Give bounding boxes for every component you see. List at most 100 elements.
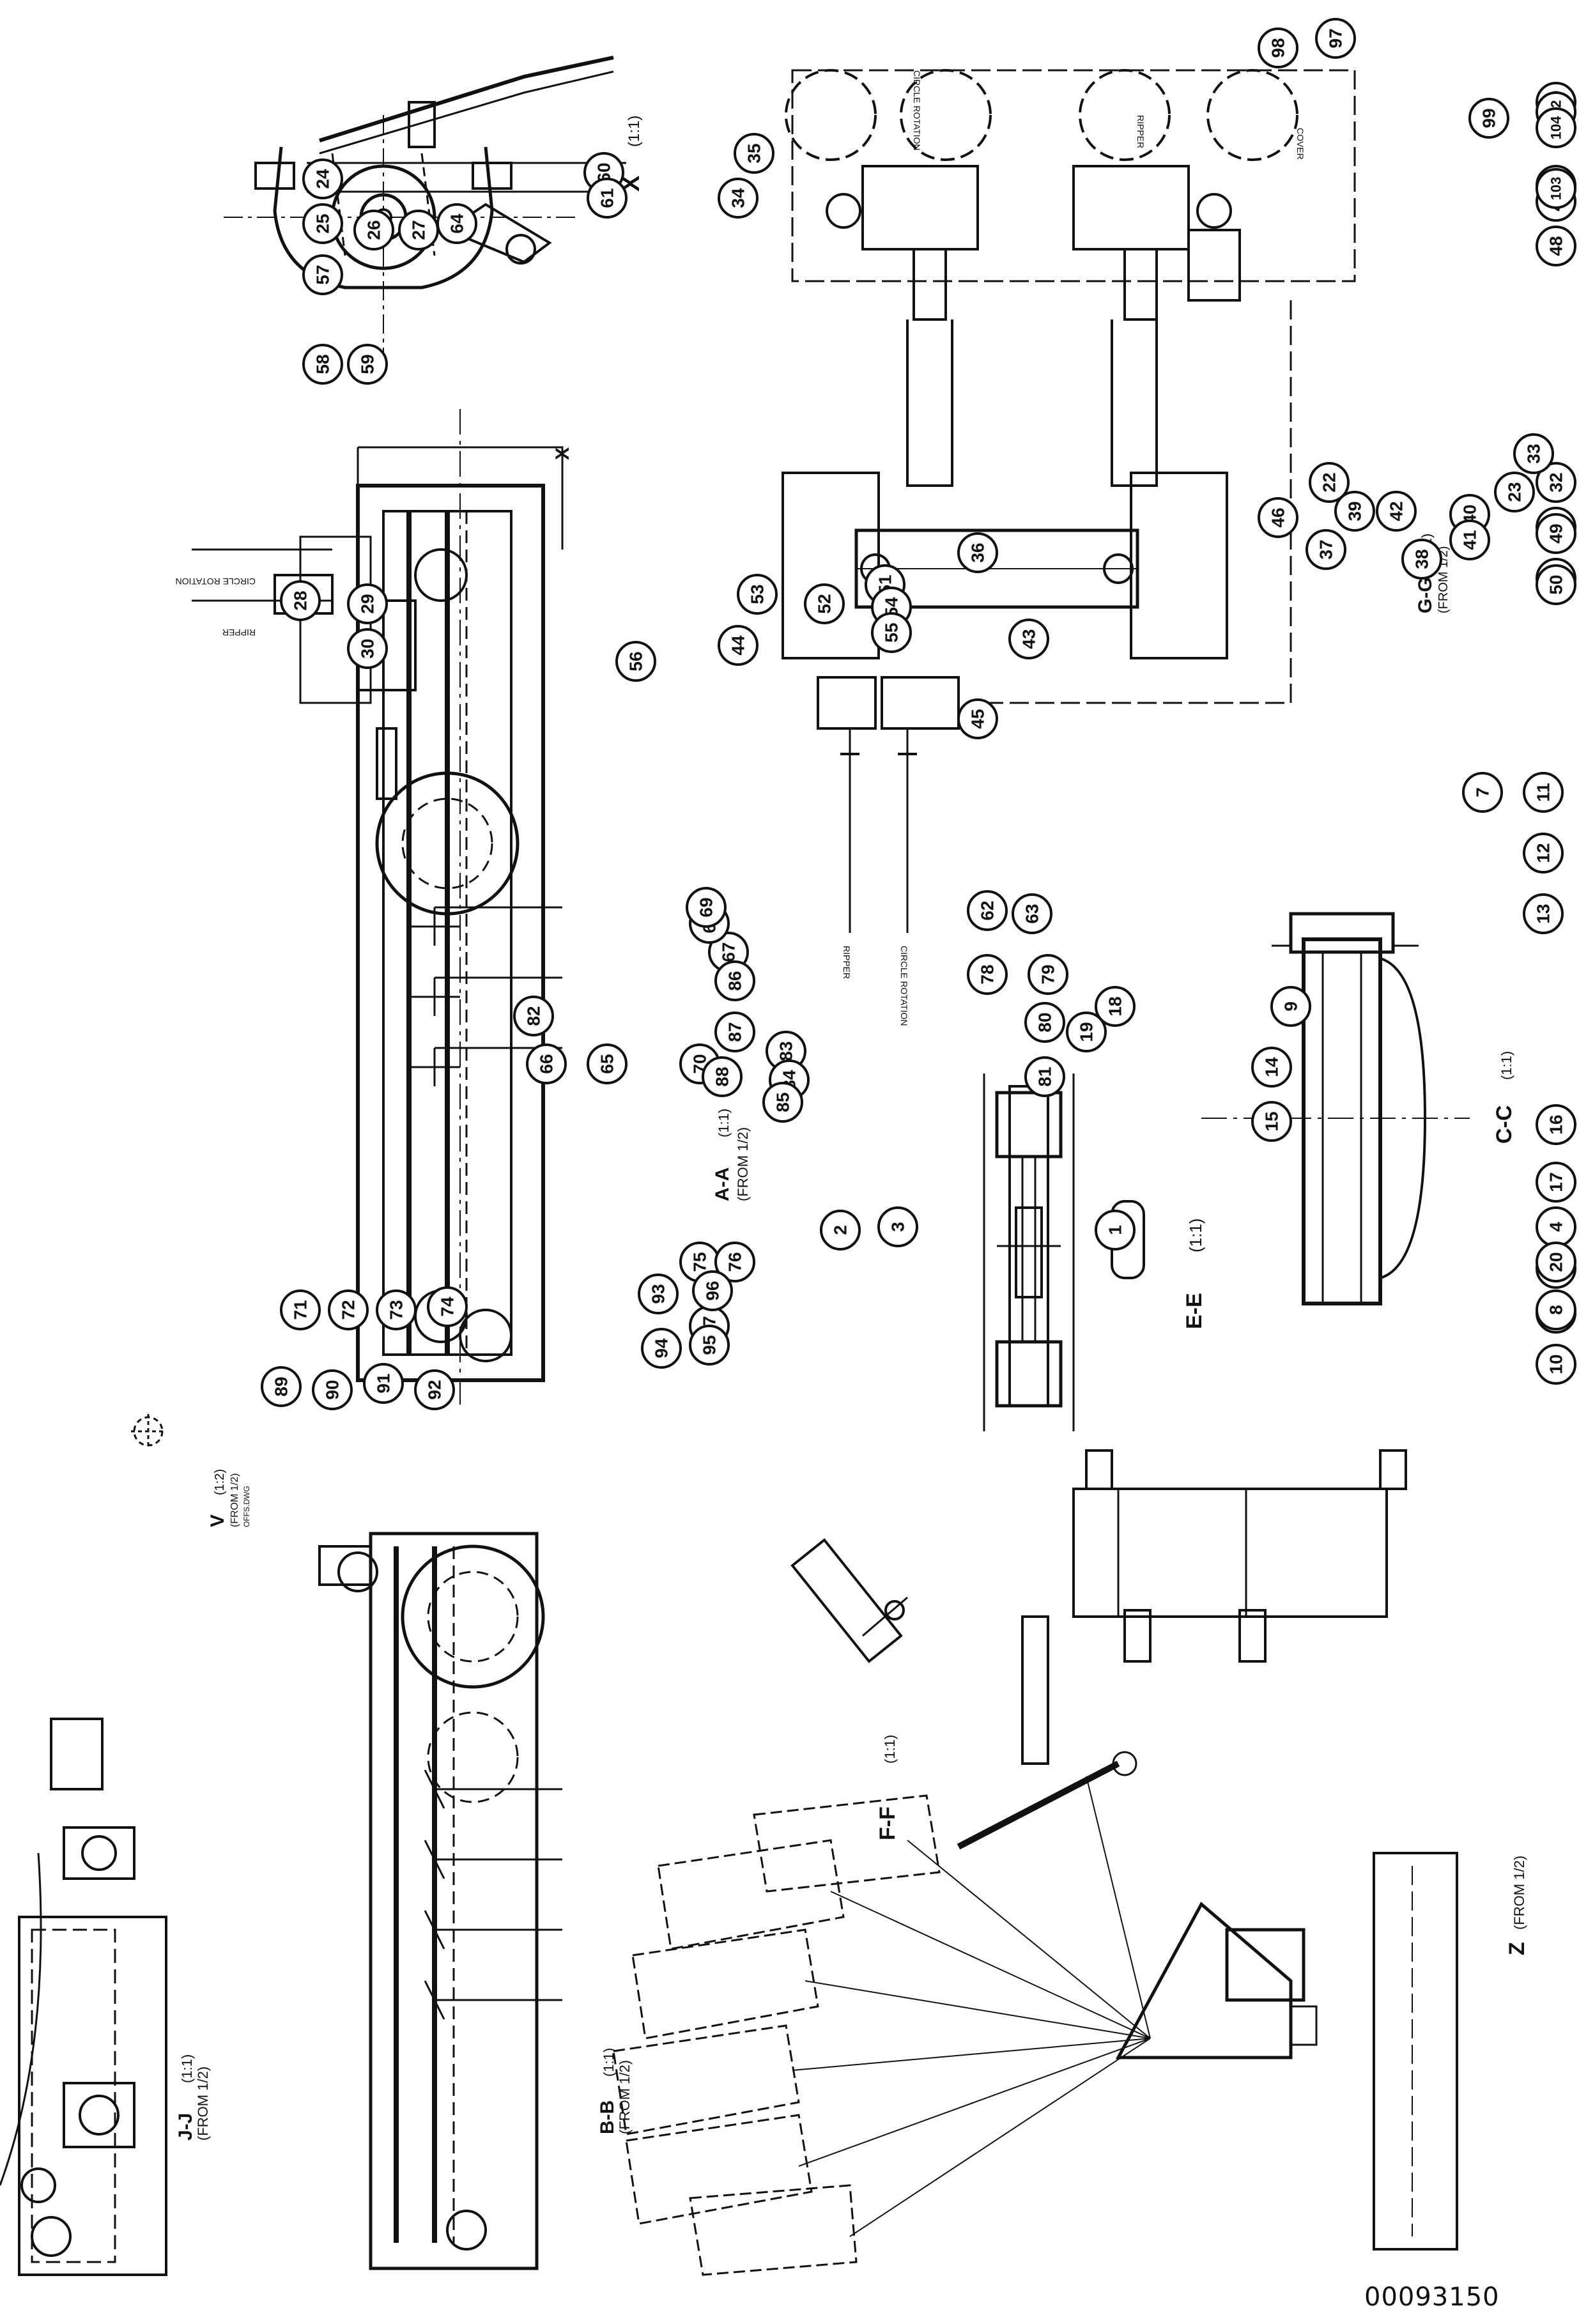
balloon-circle [1536,513,1576,554]
balloon-callout-35: 35 [734,133,774,174]
balloon-callout-83: 83 [766,1031,806,1072]
balloon-callout-98: 98 [1258,27,1298,68]
balloon-callout-61: 61 [587,178,628,219]
balloon-circle [376,1289,417,1330]
balloon-callout-43: 43 [1008,619,1049,659]
balloon-number: 81 [1035,1066,1055,1086]
balloon-circle [1536,168,1576,209]
balloon-number: 16 [1546,1114,1566,1134]
balloon-circle [1536,226,1576,266]
balloon-number: 39 [1345,501,1365,521]
balloon-circle [702,1056,743,1097]
balloon-circle [1401,539,1442,580]
balloon-number: 61 [597,188,617,208]
balloon-circle [967,890,1008,931]
balloon-callout-20: 20 [1536,1242,1576,1282]
balloon-number: 50 [1546,574,1566,594]
balloon-circle [302,203,343,244]
balloon-circle [957,698,998,739]
balloon-circle [513,996,554,1036]
balloon-circle [302,158,343,199]
view-ee-title: E-E [1182,1293,1206,1329]
view-v-scale: (1:2) [213,1469,227,1495]
balloon-callout-85: 85 [762,1082,803,1123]
balloon-number: 25 [313,213,333,233]
view-ee-scale: (1:1) [1186,1219,1205,1252]
balloon-number: 71 [291,1300,311,1320]
balloon-number: 32 [1546,472,1566,492]
balloon-circle [1095,1210,1136,1250]
balloon-number: 98 [1268,38,1288,58]
balloon-circle [1251,1047,1292,1088]
balloon-callout-28: 28 [280,580,321,621]
balloon-callout-45: 45 [957,698,998,739]
balloon-callout-7: 7 [1462,772,1503,813]
balloon-number: 7 [1473,787,1493,797]
balloon-circle [261,1366,302,1407]
balloon-number: 65 [597,1054,617,1074]
balloon-number: 28 [291,590,311,610]
balloon-circle [347,344,388,385]
balloon-callout-41: 41 [1449,519,1490,560]
balloon-callout-18: 18 [1095,986,1136,1027]
balloon-callout-88: 88 [702,1056,743,1097]
balloon-callout-57: 57 [302,254,343,295]
balloon-callout-59: 59 [347,344,388,385]
balloon-callout-16: 16 [1536,1104,1576,1145]
balloon-number: 93 [649,1284,668,1304]
balloon-callout-97: 97 [1315,18,1356,59]
balloon-circle [353,210,394,250]
balloon-number: 103 [1548,177,1564,201]
balloon-callout-42: 42 [1376,491,1417,532]
balloon-number: 58 [313,354,333,374]
cable-label-circle-rotation-gg: CIRCLE ROTATION [899,946,909,1026]
balloon-circle [587,1043,628,1084]
balloon-callout-73: 73 [376,1289,417,1330]
balloon-callout-64: 64 [436,203,477,244]
view-z-source: (FROM 1/2) [1511,1856,1527,1930]
view-x [224,56,626,358]
balloon-callout-11: 11 [1523,772,1564,813]
balloon-circle [1024,1056,1065,1097]
balloon-callout-9: 9 [1270,986,1311,1027]
balloon-circle [1536,1344,1576,1385]
balloon-callout-23: 23 [1494,472,1535,512]
balloon-callout-44: 44 [718,625,759,666]
balloon-number: 74 [438,1297,458,1317]
balloon-callout-72: 72 [328,1289,369,1330]
balloon-circle [1334,491,1375,532]
balloon-number: 48 [1546,236,1566,256]
balloon-callout-15: 15 [1251,1101,1292,1142]
balloon-callout-95: 95 [689,1325,730,1366]
cable-label-circle-rotation-top: CIRCLE ROTATION [912,70,922,151]
balloon-callout-37: 37 [1306,529,1346,570]
balloon-number: 46 [1268,507,1288,527]
balloon-number: 44 [728,635,748,656]
balloon-callout-80: 80 [1024,1002,1065,1043]
view-jj-source: (FROM 1/2) [195,2066,211,2141]
balloon-number: 62 [978,900,997,920]
balloon-number: 9 [1281,1001,1301,1012]
balloon-circle [1536,462,1576,503]
balloon-callout-90: 90 [312,1369,353,1410]
balloon-circle [714,1012,755,1052]
balloon-circle [1376,491,1417,532]
balloon-circle [526,1043,567,1084]
balloon-circle [280,580,321,621]
balloon-circle [1095,986,1136,1027]
view-ff [790,1449,1407,1765]
balloon-callout-32: 32 [1536,462,1576,503]
balloon-callout-76: 76 [714,1242,755,1282]
balloon-circle [1024,1002,1065,1043]
balloon-number: 64 [447,213,467,234]
balloon-callout-34: 34 [718,178,759,219]
balloon-circle [302,254,343,295]
balloon-number: 53 [748,584,767,604]
balloon-circle [347,583,388,624]
balloon-callout-4: 4 [1536,1206,1576,1247]
balloon-number: 59 [358,354,378,374]
view-cc-title: C-C [1492,1105,1516,1144]
balloon-callout-33: 33 [1513,433,1554,474]
view-bb [318,1532,562,2270]
